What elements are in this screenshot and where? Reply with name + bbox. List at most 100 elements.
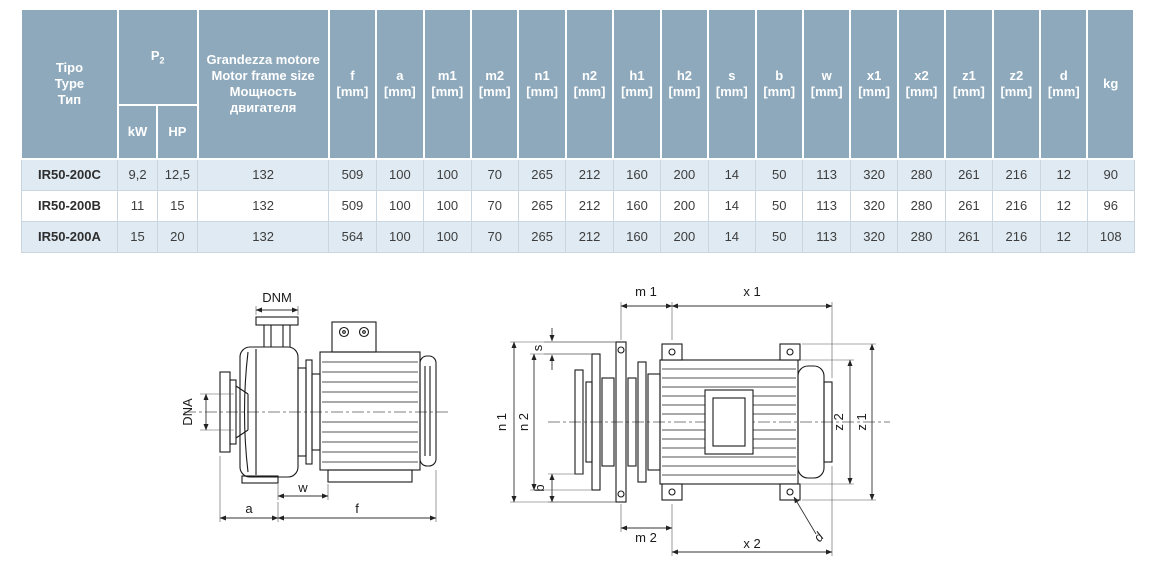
dim-label-z2: z 2 xyxy=(831,413,846,430)
value-cell: 200 xyxy=(660,158,709,191)
value-cell: 216 xyxy=(992,158,1041,191)
p2-label: P xyxy=(150,47,160,63)
value-cell: 70 xyxy=(470,158,519,191)
pump-side-view-drawing: DNM DNA w a f xyxy=(180,290,450,522)
value-cell: 100 xyxy=(423,189,472,222)
value-cell: 113 xyxy=(802,158,851,191)
value-cell: 14 xyxy=(707,220,757,253)
value-cell: 261 xyxy=(944,220,994,253)
table-row: IR50-200B 11 15 132 509 100 100 70 265 2… xyxy=(20,189,1135,222)
table-row: IR50-200C 9,2 12,5 132 509 100 100 70 26… xyxy=(20,158,1135,191)
dim-label-z1: z 1 xyxy=(854,413,869,430)
value-cell: 12,5 xyxy=(156,158,199,191)
col-header-kg: kg xyxy=(1086,8,1135,160)
col-header-frame: Grandezza motore Motor frame size Мощнос… xyxy=(196,8,330,160)
col-header-m1: m1[mm] xyxy=(422,8,473,160)
value-cell: 15 xyxy=(156,189,199,222)
col-header-b: b[mm] xyxy=(754,8,804,160)
value-cell: 132 xyxy=(197,158,330,191)
col-header-x1: x1[mm] xyxy=(849,8,899,160)
dim-label-d: d xyxy=(810,529,827,545)
value-cell: 15 xyxy=(117,220,158,253)
dim-label-x1: x 1 xyxy=(743,284,760,299)
col-header-a: a[mm] xyxy=(375,8,425,160)
dim-label-n2: n 2 xyxy=(516,413,531,431)
type-label-ru: Тип xyxy=(57,92,82,108)
type-label-it: Tipo xyxy=(55,59,84,75)
col-header-m2: m2[mm] xyxy=(469,8,520,160)
value-cell: 14 xyxy=(707,158,757,191)
value-cell: 113 xyxy=(802,189,851,222)
value-cell: 200 xyxy=(660,189,709,222)
frame-label-it: Grandezza motore xyxy=(206,51,320,67)
value-cell: 100 xyxy=(375,220,425,253)
value-cell: 509 xyxy=(328,189,377,222)
dim-label-s: s xyxy=(530,344,545,351)
col-header-d: d[mm] xyxy=(1039,8,1089,160)
value-cell: 280 xyxy=(897,220,946,253)
col-header-kw: kW xyxy=(116,104,159,160)
pump-outline-top xyxy=(574,341,833,503)
value-cell: 20 xyxy=(156,220,199,253)
value-cell: 12 xyxy=(1039,220,1088,253)
value-cell: 509 xyxy=(328,158,377,191)
p2-subscript: 2 xyxy=(159,55,165,66)
pump-spec-table: Tipo Type Тип P2 Grandezza motore Motor … xyxy=(20,8,1135,253)
col-header-p2: P2 xyxy=(116,8,199,106)
col-header-f: f[mm] xyxy=(327,8,378,160)
value-cell: 280 xyxy=(897,189,946,222)
value-cell: 70 xyxy=(470,220,519,253)
value-cell: 280 xyxy=(897,158,946,191)
col-header-x2: x2[mm] xyxy=(896,8,947,160)
value-cell: 108 xyxy=(1086,220,1135,253)
value-cell: 320 xyxy=(849,220,899,253)
value-cell: 50 xyxy=(755,158,804,191)
frame-label-ru: Мощность двигателя xyxy=(229,84,297,116)
value-cell: 12 xyxy=(1039,189,1088,222)
pump-top-view-drawing: m 1 x 1 s n 1 n 2 b xyxy=(494,284,890,556)
motor-fins xyxy=(322,361,418,463)
value-cell: 9,2 xyxy=(117,158,158,191)
top-view-dimensions: m 1 x 1 s n 1 n 2 b xyxy=(494,284,876,556)
type-label-en: Type xyxy=(54,75,85,91)
value-cell: 216 xyxy=(992,220,1041,253)
dim-label-m2: m 2 xyxy=(635,530,657,545)
col-header-n1: n1[mm] xyxy=(517,8,567,160)
dim-label-a: a xyxy=(245,501,253,516)
value-cell: 265 xyxy=(517,220,567,253)
value-cell: 212 xyxy=(565,158,614,191)
table-row: IR50-200A 15 20 132 564 100 100 70 265 2… xyxy=(20,220,1135,253)
value-cell: 564 xyxy=(328,220,377,253)
col-header-z1: z1[mm] xyxy=(944,8,994,160)
value-cell: 212 xyxy=(565,220,614,253)
value-cell: 320 xyxy=(849,189,899,222)
pump-outline xyxy=(219,316,437,484)
col-header-h1: h1[mm] xyxy=(612,8,662,160)
pump-type-cell: IR50-200C xyxy=(20,158,119,191)
value-cell: 50 xyxy=(755,189,804,222)
value-cell: 320 xyxy=(849,158,899,191)
value-cell: 90 xyxy=(1086,158,1135,191)
terminal-box-top xyxy=(704,389,754,455)
value-cell: 70 xyxy=(470,189,519,222)
dim-label-w: w xyxy=(297,480,308,495)
value-cell: 100 xyxy=(375,189,425,222)
dim-label-m1: m 1 xyxy=(635,284,657,299)
value-cell: 100 xyxy=(423,220,472,253)
side-view-dimensions: DNM DNA w a f xyxy=(180,290,437,522)
dim-label-n1: n 1 xyxy=(494,413,509,431)
value-cell: 50 xyxy=(755,220,804,253)
dim-label-dna: DNA xyxy=(180,398,195,426)
col-header-w: w[mm] xyxy=(801,8,852,160)
value-cell: 160 xyxy=(612,158,662,191)
value-cell: 160 xyxy=(612,220,662,253)
dim-label-dnm: DNM xyxy=(262,290,292,305)
value-cell: 261 xyxy=(944,158,994,191)
value-cell: 100 xyxy=(375,158,425,191)
value-cell: 200 xyxy=(660,220,709,253)
col-header-s: s[mm] xyxy=(707,8,757,160)
dim-label-b: b xyxy=(532,484,547,491)
pump-type-cell: IR50-200B xyxy=(20,189,119,222)
col-header-type: Tipo Type Тип xyxy=(20,8,119,160)
